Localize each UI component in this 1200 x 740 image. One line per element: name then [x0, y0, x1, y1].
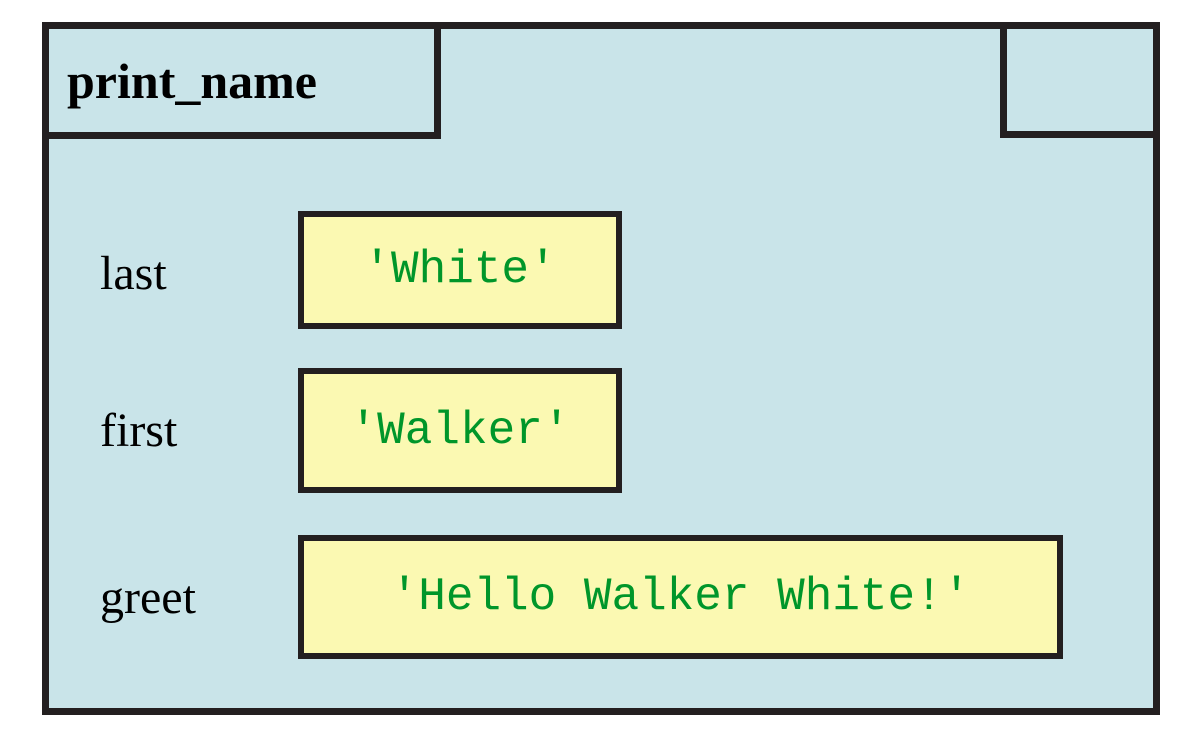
- frame-title-tab: print_name: [42, 22, 441, 139]
- variable-name-first: first: [100, 404, 178, 457]
- variable-value-first: 'Walker': [349, 404, 571, 457]
- variable-value-box-first: 'Walker': [298, 368, 622, 493]
- return-value-slot: [1000, 22, 1160, 138]
- frame-name-label: print_name: [67, 52, 317, 109]
- variable-value-box-last: 'White': [298, 211, 622, 329]
- return-value-label: [1007, 29, 1153, 131]
- variable-value-last: 'White': [363, 244, 557, 296]
- variable-value-greet: 'Hello Walker White!': [390, 571, 971, 623]
- variable-value-box-greet: 'Hello Walker White!': [298, 535, 1063, 659]
- variable-name-greet: greet: [100, 571, 196, 624]
- variable-name-last: last: [100, 247, 167, 300]
